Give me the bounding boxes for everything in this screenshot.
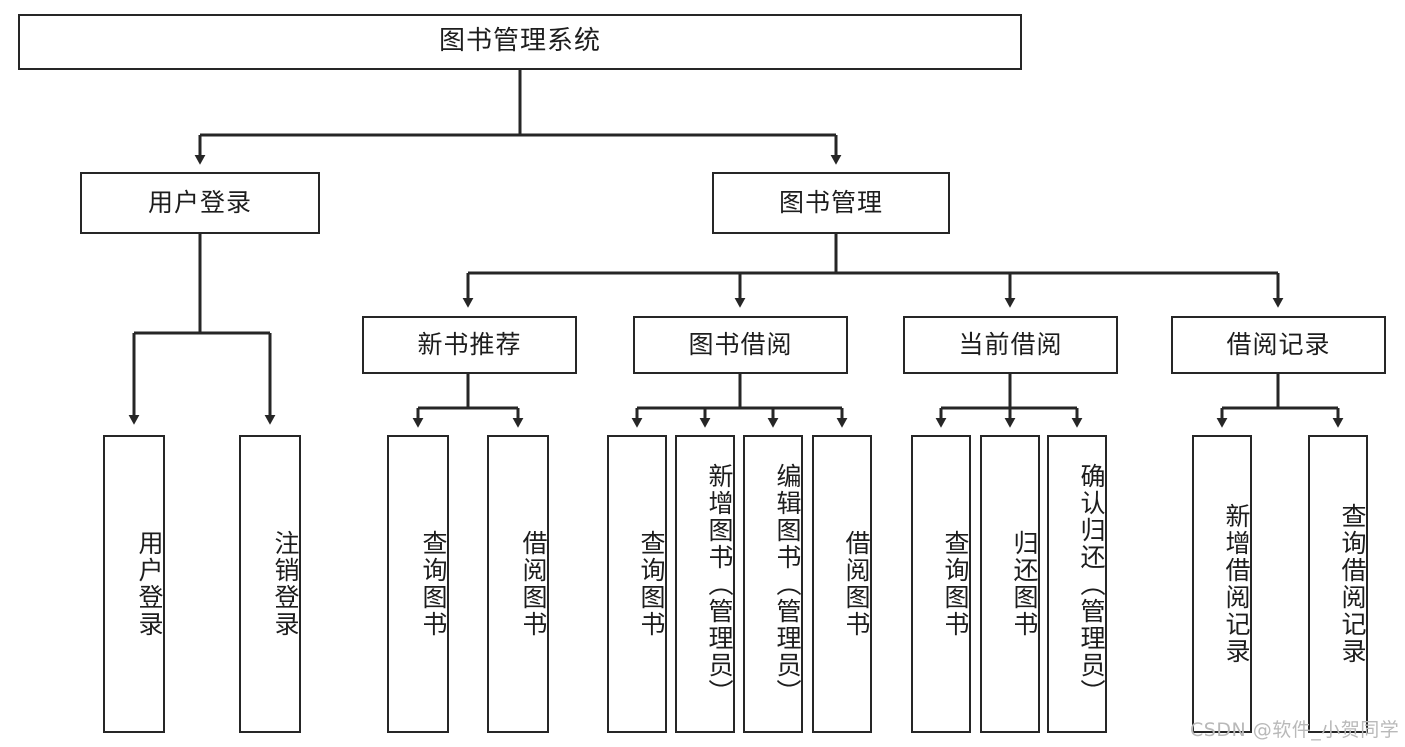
node-borrow-record[interactable]: 借阅记录 [1171,316,1386,374]
leaf-new-book-query-book[interactable]: 查询图书 [387,435,449,733]
node-book-management[interactable]: 图书管理 [712,172,950,234]
watermark-text: CSDN @软件_小贺同学 [1190,719,1400,741]
leaf-borrow-record-query-record[interactable]: 查询借阅记录 [1308,435,1368,733]
node-label: 借阅图书 [519,530,548,638]
node-new-book-recommend[interactable]: 新书推荐 [362,316,577,374]
node-book-borrow[interactable]: 图书借阅 [633,316,848,374]
leaf-current-borrow-query-book[interactable]: 查询图书 [911,435,971,733]
node-label: 图书借阅 [688,330,793,359]
node-label: 查询图书 [941,530,970,638]
node-label: 编辑图书（管理员） [773,462,802,706]
leaf-current-borrow-return-book[interactable]: 归还图书 [980,435,1040,733]
csdn-watermark: CSDN @软件_小贺同学 [1190,715,1399,742]
leaf-user-login-login[interactable]: 用户登录 [103,435,165,733]
leaf-current-borrow-confirm-return-admin[interactable]: 确认归还（管理员） [1047,435,1107,733]
node-current-borrow[interactable]: 当前借阅 [903,316,1118,374]
node-label: 查询图书 [419,530,448,638]
node-label: 图书管理系统 [438,26,601,57]
node-label: 查询图书 [637,530,666,638]
node-user-login[interactable]: 用户登录 [80,172,320,234]
leaf-new-book-borrow-book[interactable]: 借阅图书 [487,435,549,733]
node-label: 确认归还（管理员） [1077,462,1106,706]
node-label: 借阅图书 [842,530,871,638]
leaf-book-borrow-edit-book-admin[interactable]: 编辑图书（管理员） [743,435,803,733]
node-label: 当前借阅 [958,330,1063,359]
node-label: 用户登录 [135,530,164,638]
leaf-book-borrow-add-book-admin[interactable]: 新增图书（管理员） [675,435,735,733]
node-label: 图书管理 [778,188,883,217]
leaf-book-borrow-query-book[interactable]: 查询图书 [607,435,667,733]
node-label: 借阅记录 [1226,330,1331,359]
node-root-book-management-system[interactable]: 图书管理系统 [18,14,1022,70]
node-label: 新书推荐 [417,330,522,359]
node-label: 用户登录 [147,188,252,217]
leaf-user-login-logout[interactable]: 注销登录 [239,435,301,733]
node-label: 注销登录 [271,530,300,638]
node-label: 归还图书 [1010,530,1039,638]
node-label: 查询借阅记录 [1338,503,1367,665]
leaf-book-borrow-borrow-book[interactable]: 借阅图书 [812,435,872,733]
leaf-borrow-record-add-record[interactable]: 新增借阅记录 [1192,435,1252,733]
node-label: 新增图书（管理员） [705,462,734,706]
node-label: 新增借阅记录 [1222,503,1251,665]
